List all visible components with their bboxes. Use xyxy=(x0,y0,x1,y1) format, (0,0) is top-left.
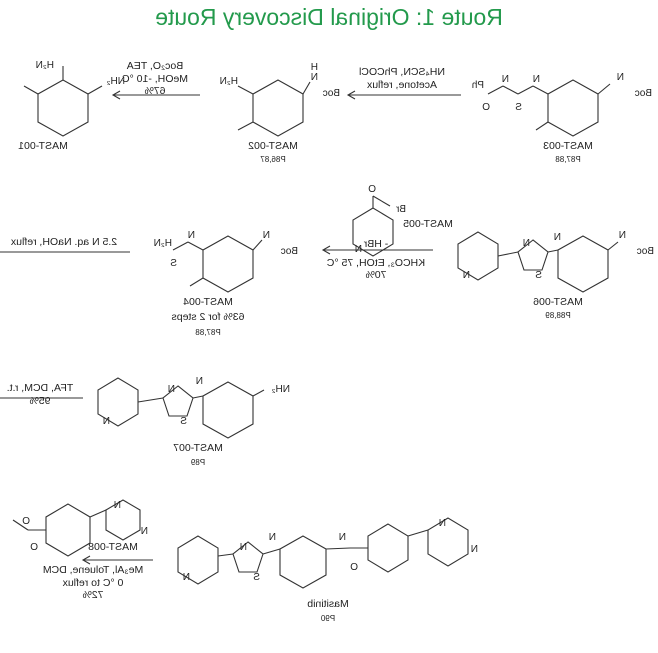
mast-002-label: MAST-002 xyxy=(248,140,298,152)
nitrogen-label: N xyxy=(311,72,318,83)
step-2-reagents: NH₄SCN, PhCOCl xyxy=(359,66,445,78)
oxygen-label: O xyxy=(30,542,38,553)
mast-007-structure: N N S N NH₂ xyxy=(97,376,290,439)
mast-002-structure: H₂N N H Boc xyxy=(220,62,340,137)
nitrogen-label: N xyxy=(269,532,276,543)
mast-006-label: MAST-006 xyxy=(533,296,583,308)
mast-006-ref: P88,89 xyxy=(545,311,571,320)
nitrogen-label: N xyxy=(196,376,203,387)
step-1-solvent: MeOH, -10 °C xyxy=(121,72,189,85)
mast-008-label: MAST-008 xyxy=(88,541,138,553)
step-3-conditions: 2.5 N aq. NaOH, reflux xyxy=(0,236,128,249)
oxygen-label: O xyxy=(22,516,30,527)
mast-004-label: MAST-004 xyxy=(183,296,233,308)
nitrogen-label: N xyxy=(617,72,624,83)
nitrogen-label: N xyxy=(188,230,195,241)
step-4-byproduct: - HBr xyxy=(363,238,389,250)
phenyl-label: Ph xyxy=(472,80,484,91)
nitrogen-label: N xyxy=(619,230,626,241)
hydrogen-label: H xyxy=(311,62,318,73)
sulfur-label: S xyxy=(180,416,187,427)
nitrogen-label: N xyxy=(463,270,470,281)
masitinib-structure: O N N N S N N N xyxy=(177,517,478,589)
mast-006-structure: N N S N N Boc xyxy=(457,230,654,293)
step-4-yield: 70% xyxy=(365,269,387,281)
step-6-reagents: Me₃Al, Toluene, DCM xyxy=(42,564,144,576)
mast-001-label: MAST-001 xyxy=(18,140,68,152)
step-6-temperature: 0 °C to reflux xyxy=(62,576,124,589)
nitrogen-label: N xyxy=(103,416,110,427)
reaction-arrows xyxy=(0,90,461,565)
boc-label: Boc xyxy=(281,246,298,257)
oxygen-label: O xyxy=(368,184,376,195)
mast-004-ref: P87,88 xyxy=(195,328,221,337)
bromine-label: Br xyxy=(395,204,406,215)
boc-label: Boc xyxy=(637,246,654,257)
step-2-conditions: NH₄SCN, PhCOCl Acetone, reflux xyxy=(346,66,458,91)
nitrogen-label: N xyxy=(554,232,561,243)
step-6-yield: 72% xyxy=(82,589,104,601)
nitrogen-label: N xyxy=(114,500,121,511)
mast-003-ref: P87,88 xyxy=(555,155,581,164)
mast-004-structure: N H₂N S N Boc xyxy=(154,230,298,293)
nitrogen-label: N xyxy=(240,542,247,553)
mast-004-yield: 63% for 2 steps xyxy=(171,311,245,323)
step-3-reagents: 2.5 N aq. NaOH, reflux xyxy=(10,236,118,248)
nitrogen-label: N xyxy=(168,384,175,395)
oxygen-label: O xyxy=(482,102,490,113)
sulfur-label: S xyxy=(253,572,260,583)
mast-002-ref: P86,87 xyxy=(260,155,286,164)
step-2-solvent: Acetone, reflux xyxy=(366,78,438,91)
mast-008-structure: O O N N xyxy=(12,499,148,557)
mast-003-structure: N N S O Ph N Boc xyxy=(472,72,652,137)
nitrogen-label: N xyxy=(141,526,148,537)
mast-007-ref: P89 xyxy=(190,458,206,467)
step-1-conditions: Boc₂O, TEA MeOH, -10 °C 67% xyxy=(110,60,200,98)
sulfur-label: S xyxy=(170,258,177,269)
nitrogen-label: N xyxy=(439,518,446,529)
step-6-conditions: Me₃Al, Toluene, DCM 0 °C to reflux 72% xyxy=(33,564,153,602)
amine-label: NH₂ xyxy=(272,384,290,395)
step-1-reagents: Boc₂O, TEA xyxy=(126,60,184,72)
nitrogen-label: N xyxy=(533,74,540,85)
nitrogen-label: N xyxy=(183,572,190,583)
amine-label: NH₂ xyxy=(107,76,125,87)
step-5-yield: 95% xyxy=(29,394,51,407)
step-4-conditions: - HBr KHCO₃, EtOH, 75 °C 70% xyxy=(322,238,430,282)
mast-007-label: MAST-007 xyxy=(173,442,223,454)
amine-label: H₂N xyxy=(36,60,54,71)
amine-label: H₂N xyxy=(220,76,238,87)
mast-001-structure: H₂N NH₂ xyxy=(23,60,125,137)
masitinib-label: Masitinib xyxy=(307,598,349,610)
nitrogen-label: N xyxy=(523,238,530,249)
step-1-yield: 67% xyxy=(144,85,166,97)
nitrogen-label: N xyxy=(339,532,346,543)
nitrogen-label: N xyxy=(471,544,478,555)
step-4-reagents: KHCO₃, EtOH, 75 °C xyxy=(326,256,426,269)
nitrogen-label: N xyxy=(263,230,270,241)
sulfur-label: S xyxy=(515,102,522,113)
boc-label: Boc xyxy=(635,88,652,99)
mast-005-label: MAST-005 xyxy=(403,218,453,230)
amine-label: H₂N xyxy=(154,238,172,249)
step-5-conditions: TFA, DCM, r.t. 95% xyxy=(0,382,80,407)
oxygen-label: O xyxy=(350,562,358,573)
sulfur-label: S xyxy=(535,270,542,281)
step-5-reagents: TFA, DCM, r.t. xyxy=(6,382,74,394)
mast-003-label: MAST-003 xyxy=(543,140,593,152)
nitrogen-label: N xyxy=(502,74,509,85)
boc-label: Boc xyxy=(323,88,340,99)
masitinib-ref: P90 xyxy=(320,614,336,623)
